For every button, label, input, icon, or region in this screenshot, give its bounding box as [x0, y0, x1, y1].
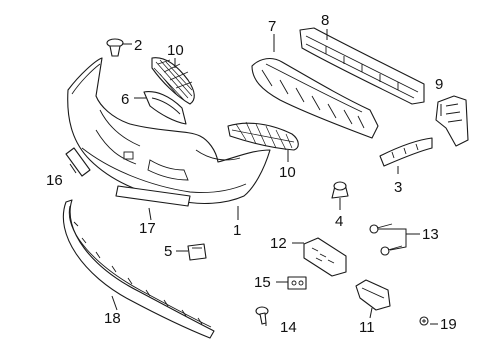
part-18-lower-valance [62, 199, 215, 339]
part-15-pad [287, 276, 307, 290]
callout-10-upper: 10 [167, 42, 184, 59]
callout-11: 11 [359, 319, 375, 336]
callout-3: 3 [394, 179, 402, 196]
callout-8: 8 [321, 12, 329, 29]
part-3-bracket [379, 137, 433, 167]
leader-lines [69, 29, 442, 326]
callout-19: 19 [440, 316, 457, 333]
part-10-grille-upper [151, 57, 195, 105]
callout-5: 5 [164, 243, 172, 260]
callout-18: 18 [104, 310, 121, 327]
part-16-reflector [65, 147, 91, 177]
part-17-trim-strip [115, 185, 191, 207]
callout-14: 14 [280, 319, 297, 336]
part-5-clip [187, 243, 207, 261]
callout-1: 1 [233, 222, 241, 239]
callout-2: 2 [134, 37, 142, 54]
callout-9: 9 [435, 76, 443, 93]
part-14-bolt [255, 306, 269, 325]
callout-12: 12 [270, 235, 287, 252]
callout-15: 15 [254, 274, 271, 291]
part-4-retainer [331, 181, 349, 199]
callout-4: 4 [335, 213, 343, 230]
part-2-push-clip [106, 38, 124, 57]
part-10-grille-lower [227, 121, 299, 151]
callout-13: 13 [422, 226, 439, 243]
callout-10-lower: 10 [279, 164, 296, 181]
part-7-energy-absorber [251, 57, 379, 139]
part-1-bumper-cover [67, 57, 271, 204]
callout-6: 6 [121, 91, 129, 108]
part-12-mounting-plate [303, 237, 347, 277]
part-13-screws [369, 223, 403, 256]
part-11-lower-bracket [355, 279, 391, 311]
callout-numbers: 1 2 3 4 5 6 7 8 9 10 10 11 12 13 14 15 1… [46, 12, 457, 336]
part-6-bracket [143, 91, 187, 125]
callout-7: 7 [268, 18, 276, 35]
part-8-reinforcement [299, 27, 425, 105]
part-9-side-bracket [435, 95, 469, 147]
part-19-screw [419, 316, 429, 326]
callout-17: 17 [139, 220, 156, 237]
callout-16: 16 [46, 172, 63, 189]
